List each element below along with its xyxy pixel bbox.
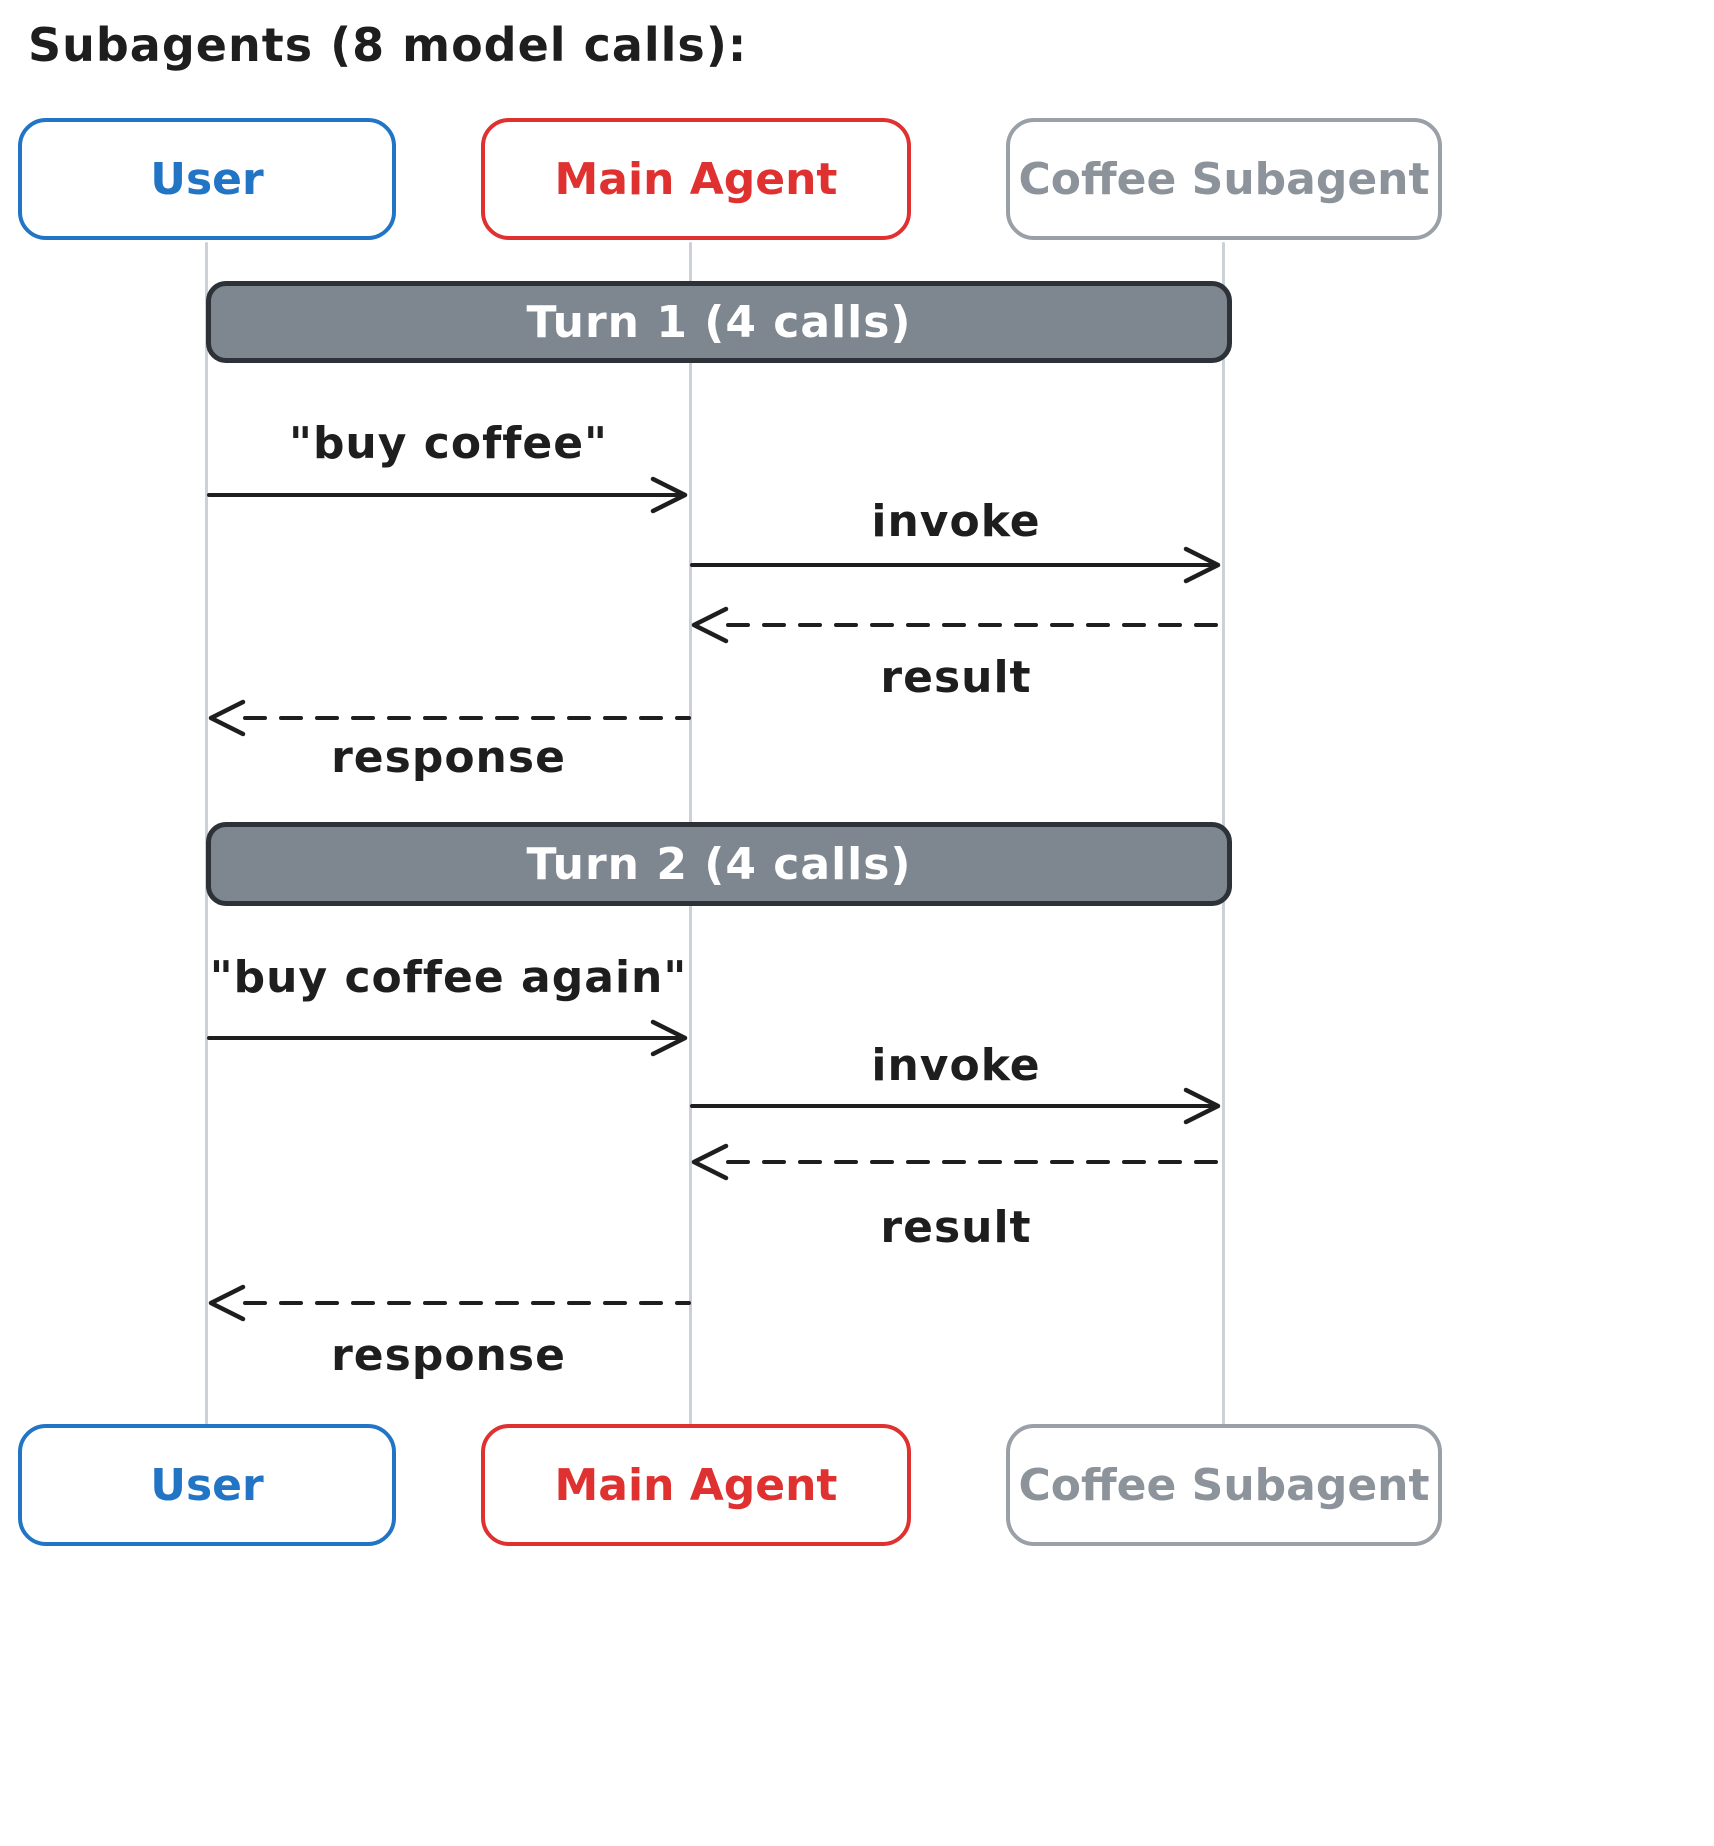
actor-main-agent-label-bottom: Main Agent <box>554 1459 838 1511</box>
actor-main-agent-top: Main Agent <box>481 118 911 240</box>
arrow-coffee-to-main-turn1 <box>691 606 1224 644</box>
actor-main-agent-label: Main Agent <box>554 153 838 205</box>
arrow-user-to-main-turn2 <box>207 1019 688 1057</box>
actor-coffee-subagent-top: Coffee Subagent <box>1006 118 1442 240</box>
arrow-user-to-main-turn1 <box>207 476 688 514</box>
arrow-main-to-user-turn1 <box>208 699 691 737</box>
message-label-invoke-turn2: invoke <box>871 1040 1041 1091</box>
actor-main-agent-bottom: Main Agent <box>481 1424 911 1546</box>
actor-coffee-subagent-label: Coffee Subagent <box>1018 153 1430 205</box>
message-label-response-turn1: response <box>331 732 566 783</box>
actor-user-label-bottom: User <box>150 1459 264 1511</box>
arrow-coffee-to-main-turn2 <box>691 1143 1224 1181</box>
turn-2-label: Turn 2 (4 calls) <box>526 838 912 890</box>
message-label-result-turn1: result <box>880 652 1032 703</box>
actor-user-top: User <box>18 118 396 240</box>
message-label-invoke-turn1: invoke <box>871 496 1041 547</box>
message-label-buy-coffee: "buy coffee" <box>289 418 608 469</box>
arrow-main-to-coffee-turn1 <box>690 546 1221 584</box>
message-label-result-turn2: result <box>880 1202 1032 1253</box>
turn-1-label: Turn 1 (4 calls) <box>526 296 912 348</box>
actor-coffee-subagent-label-bottom: Coffee Subagent <box>1018 1459 1430 1511</box>
actor-coffee-subagent-bottom: Coffee Subagent <box>1006 1424 1442 1546</box>
arrow-main-to-user-turn2 <box>208 1284 691 1322</box>
actor-user-label: User <box>150 153 264 205</box>
diagram-title: Subagents (8 model calls): <box>28 18 748 72</box>
message-label-response-turn2: response <box>331 1330 566 1381</box>
arrow-main-to-coffee-turn2 <box>690 1087 1221 1125</box>
message-label-buy-coffee-again: "buy coffee again" <box>209 952 688 1003</box>
turn-1-bar: Turn 1 (4 calls) <box>206 281 1232 363</box>
turn-2-bar: Turn 2 (4 calls) <box>206 822 1232 906</box>
actor-user-bottom: User <box>18 1424 396 1546</box>
